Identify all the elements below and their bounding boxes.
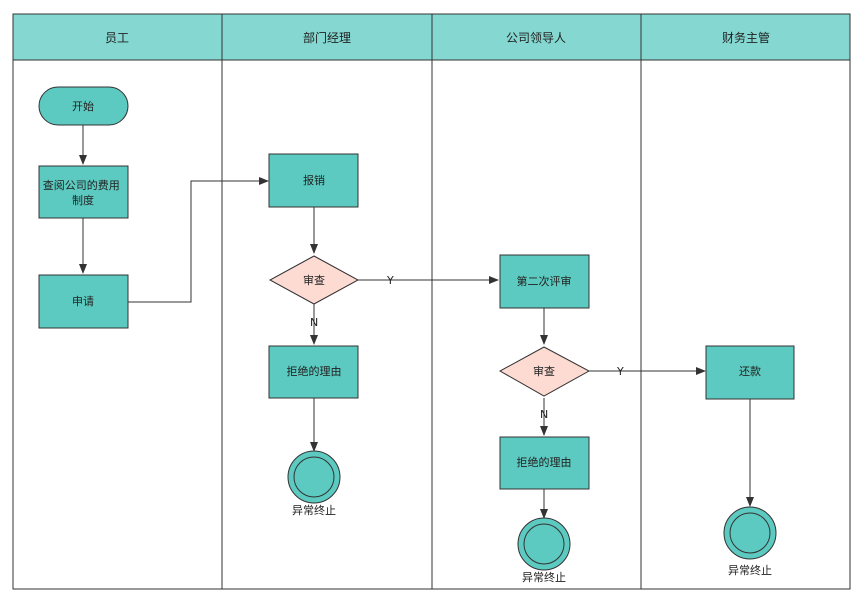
second-review-label: 第二次评审 (517, 274, 572, 288)
apply-node: 申请 (38, 274, 129, 329)
connectors (79, 125, 754, 519)
edge-labels: Y N Y N (310, 274, 624, 421)
apply-label: 申请 (72, 295, 94, 308)
reimburse-label: 报销 (303, 173, 325, 187)
lane-headers: 员工 部门经理 公司领导人 财务主管 (105, 30, 770, 45)
process-box (268, 345, 359, 399)
end-inner-circle (729, 512, 771, 554)
second-review-node: 第二次评审 (499, 254, 590, 309)
lane-header-company-leader: 公司领导人 (506, 31, 566, 45)
repay-label: 还款 (739, 364, 761, 378)
review-1-label: 审查 (303, 273, 325, 287)
reject-reason-2-label: 拒绝的理由 (517, 455, 572, 469)
start-node: 开始 (38, 86, 129, 126)
view-policy-node: 查阅公司的费用 制度 (38, 165, 129, 219)
process-box (268, 153, 359, 208)
abnormal-end-2-label: 异常终止 (522, 570, 566, 584)
abnormal-end-node-2: 异常终止 (517, 517, 571, 584)
edge-label-yes: Y (616, 365, 624, 378)
connector-apply-to-reimburse (128, 177, 269, 303)
lane-header-employee: 员工 (105, 31, 129, 45)
decision-diamond (268, 255, 360, 305)
reject-reason-1-label: 拒绝的理由 (287, 364, 342, 378)
start-terminator-shape (38, 86, 129, 126)
reject-reason-node-1: 拒绝的理由 (268, 345, 359, 399)
abnormal-end-1-label: 异常终止 (292, 503, 336, 517)
end-inner-circle (293, 456, 335, 498)
view-policy-label-line2: 制度 (72, 193, 94, 207)
process-box (499, 436, 590, 490)
edge-label-yes: Y (386, 274, 394, 287)
process-box (499, 254, 590, 309)
view-policy-label-line1: 查阅公司的费用 (43, 178, 120, 192)
process-box (705, 345, 795, 400)
abnormal-end-3-label: 异常终止 (728, 563, 772, 577)
start-label: 开始 (72, 99, 94, 113)
review-decision-2: 审查 (498, 346, 591, 397)
process-box (38, 274, 129, 329)
end-inner-circle (523, 523, 565, 565)
lane-header-department-manager: 部门经理 (303, 30, 351, 45)
review-decision-1: 审查 (268, 255, 360, 305)
edge-label-no: N (540, 408, 548, 421)
lane-header-finance-supervisor: 财务主管 (722, 30, 770, 45)
repay-node: 还款 (705, 345, 795, 400)
reject-reason-node-2: 拒绝的理由 (499, 436, 590, 490)
abnormal-end-node-3: 异常终止 (723, 506, 777, 577)
abnormal-end-node-1: 异常终止 (287, 450, 341, 517)
view-policy-label: 查阅公司的费用 制度 (43, 178, 124, 207)
edge-label-no: N (310, 316, 318, 329)
process-box (38, 165, 129, 219)
review-2-label: 审查 (533, 364, 555, 378)
reimburse-node: 报销 (268, 153, 359, 208)
decision-diamond (498, 346, 591, 397)
